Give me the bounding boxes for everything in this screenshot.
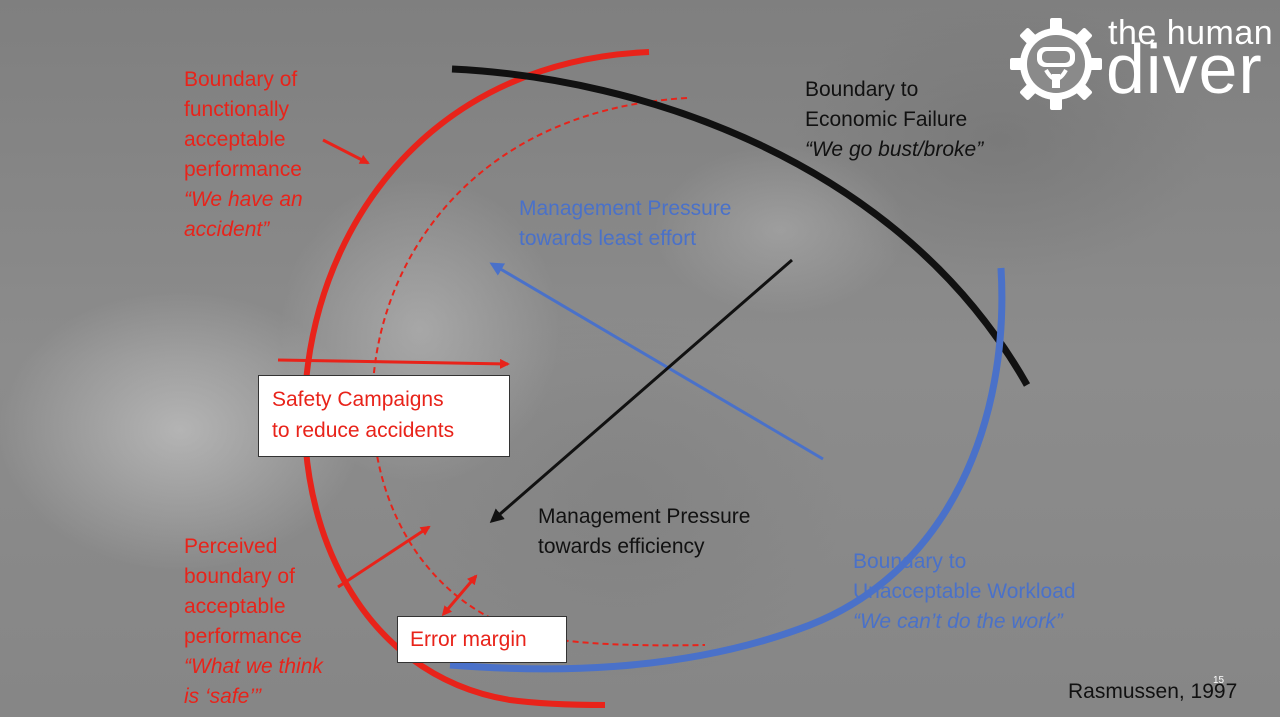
economic-boundary-label: Boundary to Economic Failure “We go bust… xyxy=(805,78,984,161)
functional-label-pointer xyxy=(322,138,370,165)
perceived-boundary-label: Perceived boundary of acceptable perform… xyxy=(184,535,323,708)
gear-diver-mask-icon xyxy=(1010,18,1102,110)
logo-text-bottom: diver xyxy=(1106,30,1263,108)
error-margin-text: Error margin xyxy=(410,628,527,651)
error-margin-arrow xyxy=(441,574,478,617)
least-effort-label: Management Pressure towards least effort xyxy=(519,197,732,250)
efficiency-arrow xyxy=(489,258,793,523)
workload-boundary-arc xyxy=(449,267,1006,673)
functional-boundary-label: Boundary of functionally acceptable perf… xyxy=(184,68,303,241)
economic-boundary-arc xyxy=(451,65,1031,387)
safety-campaigns-arrow xyxy=(277,358,510,369)
perceived-label-pointer xyxy=(337,525,431,589)
efficiency-label: Management Pressure towards efficiency xyxy=(538,505,751,558)
safety-campaigns-box: Safety Campaigns to reduce accidents xyxy=(258,375,510,457)
safety-campaigns-line1: Safety Campaigns xyxy=(272,388,444,411)
citation: Rasmussen, 1997 xyxy=(1068,680,1238,703)
least-effort-arrow xyxy=(489,262,824,461)
logo-text-top: the human xyxy=(1108,14,1274,52)
perceived-boundary-arc xyxy=(371,97,706,647)
functional-boundary-arc xyxy=(301,49,650,708)
error-margin-box: Error margin xyxy=(397,616,567,663)
safety-campaigns-line2: to reduce accidents xyxy=(272,419,455,442)
workload-boundary-label: Boundary to Unacceptable Workload “We ca… xyxy=(853,550,1076,633)
page-number: 15 xyxy=(1213,675,1225,686)
